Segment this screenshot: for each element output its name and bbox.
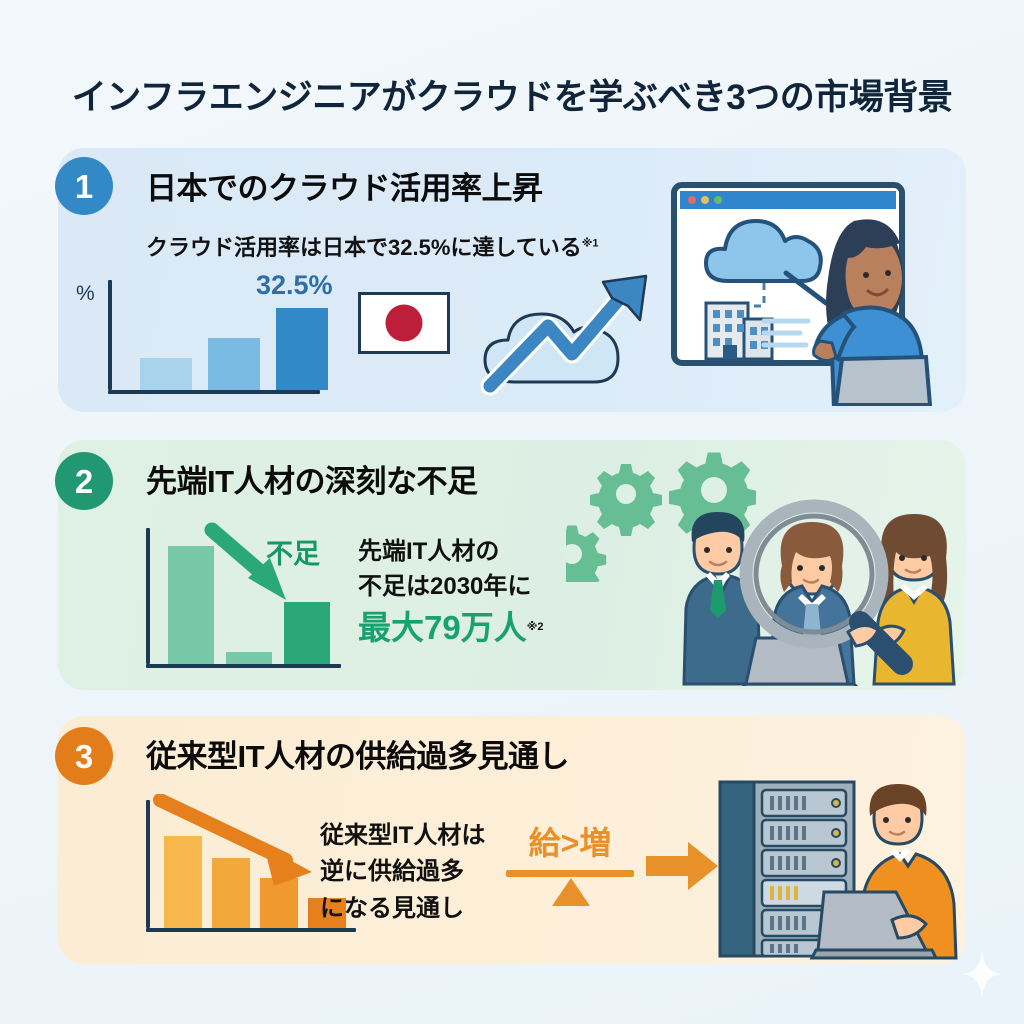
chart1-axis-label: % <box>76 282 95 305</box>
chart1-bar-3 <box>276 308 328 390</box>
section-3-body: 従来型IT人材は 逆に供給過多 になる見通し <box>320 818 485 927</box>
chart1-y-axis <box>108 280 112 390</box>
down-arrow-icon <box>204 522 286 600</box>
declining-bar-chart-icon-3 <box>146 794 356 932</box>
section-2-line-2: 不足は2030年に <box>358 572 532 600</box>
section-3-line-3: になる見通し <box>320 894 464 922</box>
section-2-line-3: 最大79万人※2 <box>358 604 544 652</box>
chart2-bar-2 <box>226 652 272 664</box>
section-badge-3: 3 <box>55 727 113 785</box>
cloud-growth-arrow-icon <box>480 274 648 396</box>
balance-scale-fulcrum <box>552 878 590 906</box>
section-title-2: 先端IT人材の深刻な不足 <box>146 464 478 499</box>
section-3-line-1: 従来型IT人材は <box>320 822 486 849</box>
japan-flag-disc <box>385 304 423 342</box>
section-subtitle-1: クラウド活用率は日本で32.5%に達している※1 <box>146 230 599 262</box>
gear-icon-corner <box>566 525 607 582</box>
chart1-x-axis <box>108 390 320 394</box>
balance-scale-icon: 給>増 <box>500 818 640 928</box>
down-trend-arrow-icon <box>153 794 312 886</box>
balance-scale-beam <box>506 870 634 877</box>
chart1-bar-2 <box>208 338 260 390</box>
chart3-bar-4 <box>308 898 346 928</box>
chart1-value-label: 32.5% <box>256 270 333 300</box>
server-engineer-illustration <box>718 780 958 960</box>
section-2-body: 先端IT人材の 不足は2030年に 最大79万人※2 <box>358 535 544 652</box>
chart2-y-axis <box>146 528 150 664</box>
sparkle-watermark-icon <box>962 950 1002 998</box>
right-arrow-icon <box>646 842 718 890</box>
team-illustration <box>682 499 956 686</box>
footnote-marker-1: ※1 <box>581 237 599 250</box>
chart2-annotation-label: 不足 <box>266 539 320 569</box>
declining-bar-chart-icon-2 <box>146 522 341 668</box>
bar-chart-icon-1: % 32.5% <box>76 270 348 394</box>
presenter-illustration <box>671 182 933 406</box>
chart3-bar-2 <box>212 858 250 928</box>
section-badge-1: 1 <box>55 157 113 215</box>
section-3-line-2: 逆に供給過多 <box>320 858 464 886</box>
section-badge-2: 2 <box>55 452 113 510</box>
chart2-x-axis <box>146 664 341 668</box>
chart2-bar-1 <box>168 546 214 664</box>
footnote-marker-2: ※2 <box>526 621 544 634</box>
section-subtitle-1-text: クラウド活用率は日本で32.5%に達している <box>146 235 582 260</box>
page-title: インフラエンジニアがクラウドを学ぶべき3つの市場背景 <box>71 78 953 118</box>
chart1-bar-1 <box>140 358 192 390</box>
chart3-x-axis <box>146 928 356 932</box>
chart3-bar-1 <box>164 836 202 928</box>
section-2-line-1: 先端IT人材の <box>358 538 500 565</box>
chart3-y-axis <box>146 800 150 928</box>
section-2-highlight: 最大79万人 <box>358 609 527 647</box>
chart2-bar-3 <box>284 602 330 664</box>
section-title-1: 日本でのクラウド活用率上昇 <box>146 171 543 206</box>
balance-scale-label: 給>増 <box>528 825 612 861</box>
section-title-3: 従来型IT人材の供給過多見通し <box>146 739 570 774</box>
chart3-bar-3 <box>260 878 298 928</box>
person-man-suit <box>682 512 762 686</box>
japan-flag-icon <box>358 292 450 354</box>
